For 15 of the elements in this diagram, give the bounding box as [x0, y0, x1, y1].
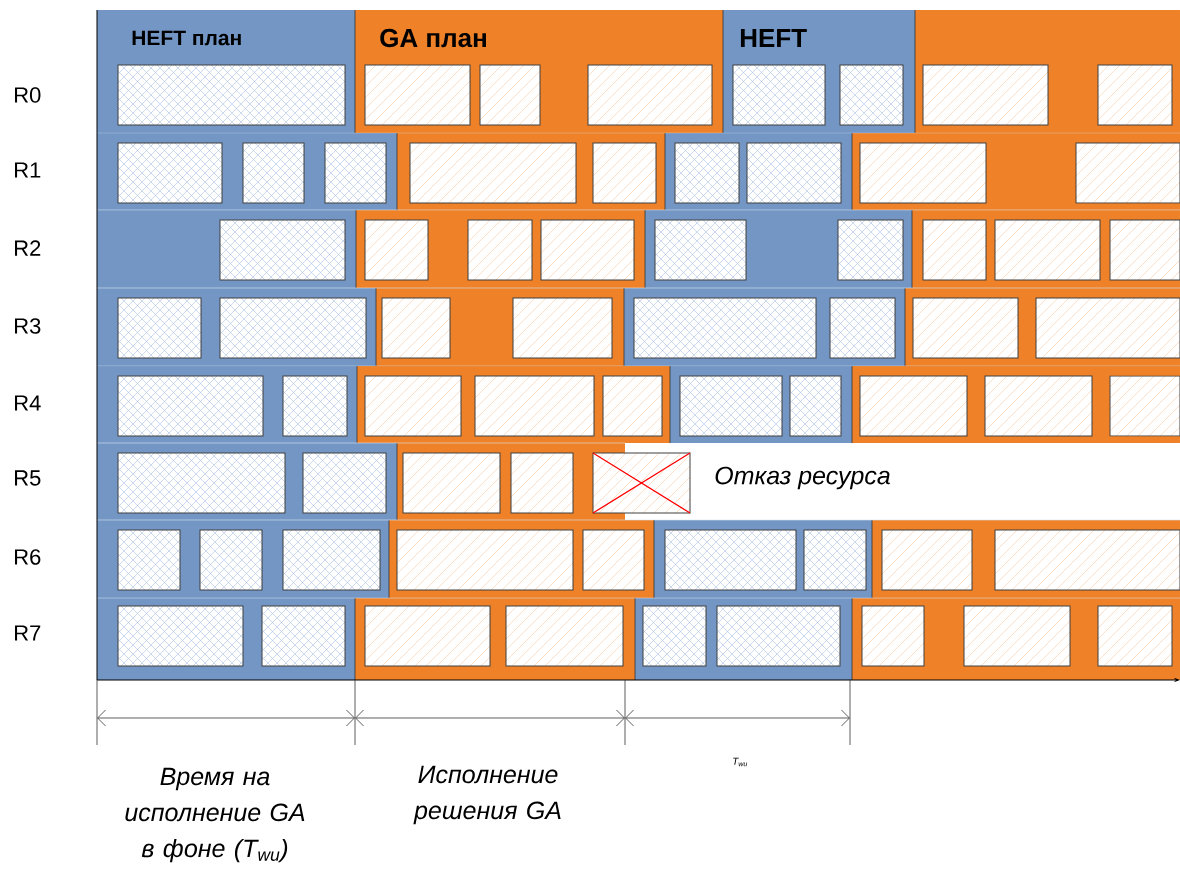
- row-label: R1: [15, 162, 41, 178]
- row-label: R0: [15, 87, 41, 103]
- row-label: R7: [15, 625, 41, 641]
- row-label: R5: [15, 470, 41, 486]
- row-label: R4: [15, 395, 41, 411]
- header-label: GA план: [380, 28, 486, 48]
- interval-label: T$_{wu}$: [733, 757, 748, 767]
- row-label: R3: [15, 318, 41, 334]
- header-label: HEFT план: [132, 30, 241, 46]
- row-label: R6: [15, 549, 41, 565]
- interval-label: Время на исполнение GA в фоне (T$_{wu}$): [125, 767, 305, 863]
- row-label: R2: [15, 240, 41, 256]
- interval-label: Исполнение решения GA: [413, 765, 561, 825]
- header-label: HEFT: [740, 29, 807, 47]
- failure-label: Отказ ресурса: [715, 466, 890, 490]
